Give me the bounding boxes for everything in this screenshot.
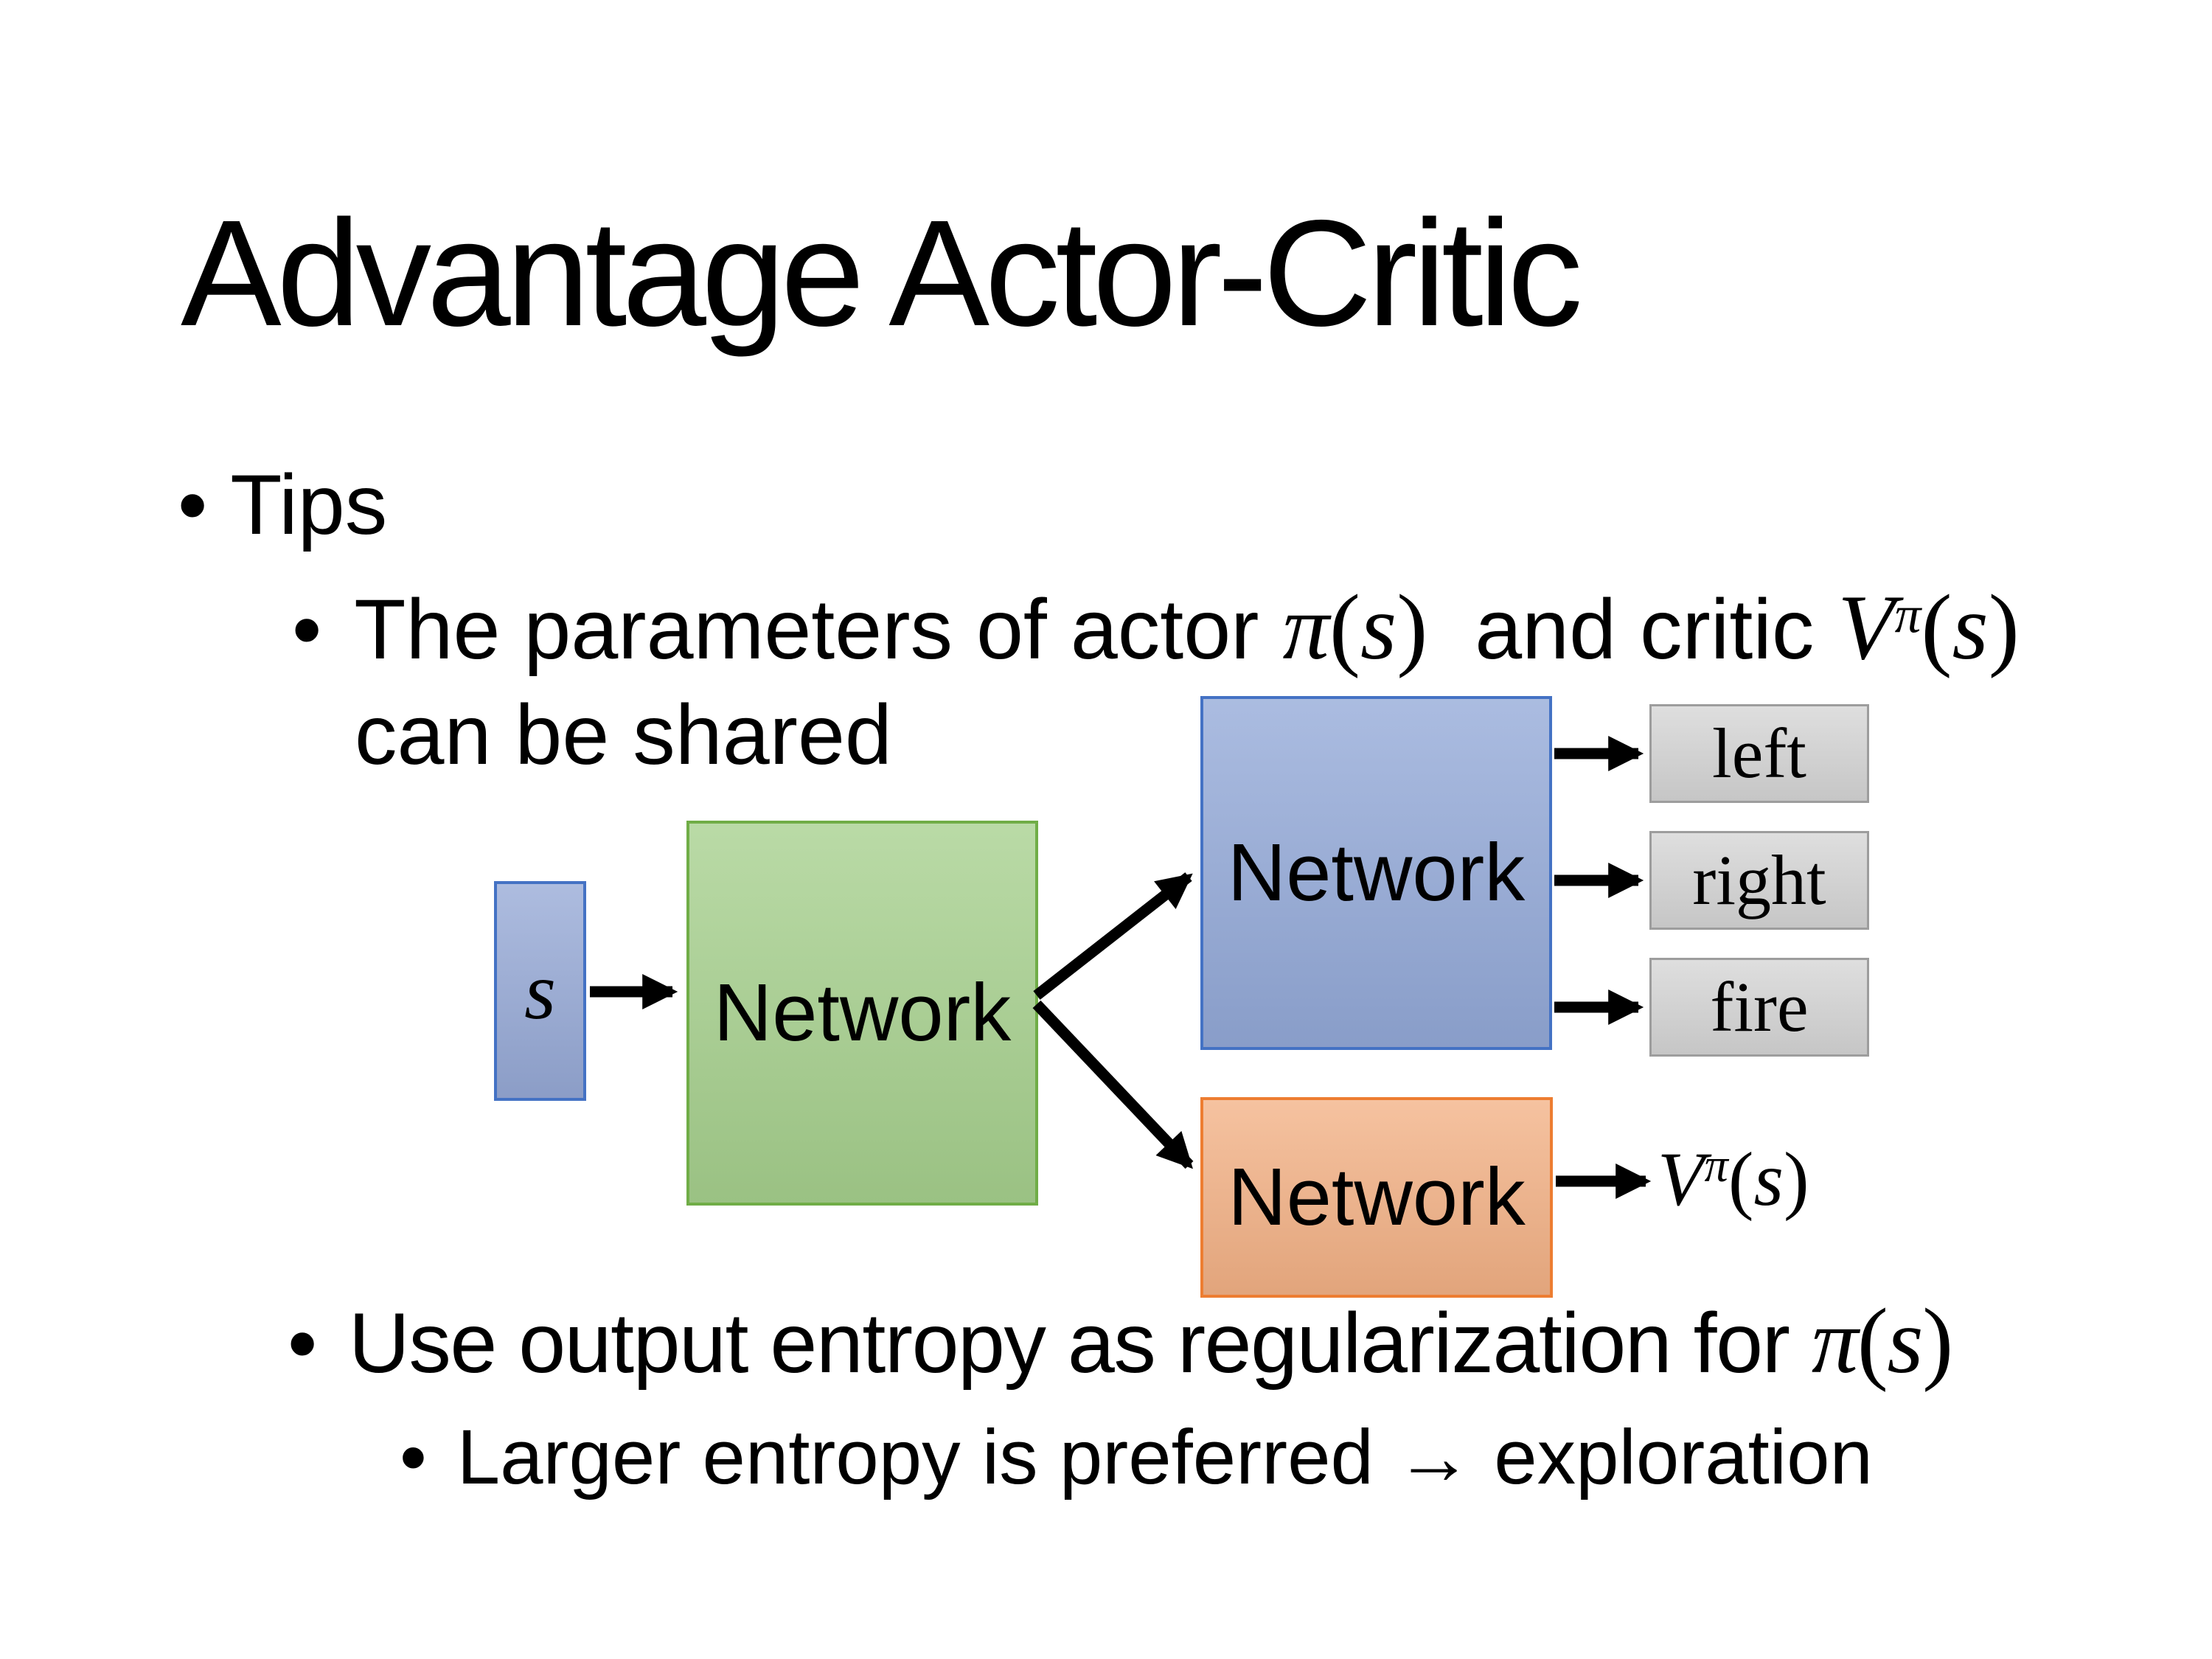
math-V: V (1837, 576, 1895, 679)
bullet-exploration-label: Larger entropy is preferred → exploratio… (456, 1414, 1873, 1500)
bullet-dot: • (288, 1296, 317, 1391)
text-line2: can be shared (355, 688, 892, 782)
bullet-exploration: • Larger entropy is preferred → explorati… (400, 1410, 1873, 1506)
text-mid: and critic (1427, 582, 1838, 677)
bullet-entropy-regularization: • Use output entropy as regularization fo… (288, 1291, 1953, 1397)
math-pi: π (1811, 1290, 1858, 1393)
math-paren-close: ) (1783, 1137, 1809, 1222)
math-paren-open: ( (1921, 576, 1952, 679)
math-paren-open: ( (1857, 1290, 1888, 1393)
bullet-parameters-text: The parameters of actor π(s) and critic … (292, 581, 2180, 788)
state-input-box: s (494, 881, 586, 1101)
arrow-shared-to-actor (1033, 872, 1193, 1000)
text-pre: Use output entropy as regularization for (348, 1296, 1812, 1391)
math-paren-close: ) (1988, 576, 2020, 679)
action-box-left: left (1649, 704, 1869, 803)
math-sup-pi: π (1704, 1138, 1728, 1192)
math-pi: π (1282, 576, 1329, 679)
arrow-shared-to-critic (1032, 1000, 1194, 1169)
math-paren-close: ) (1397, 576, 1428, 679)
action-label-left: left (1712, 714, 1806, 793)
critic-output-formula: Vπ(s) (1658, 1141, 1809, 1218)
bullet-tips-label: Tips (230, 458, 388, 552)
bullet-dot: • (400, 1414, 427, 1500)
math-s: s (1952, 576, 1989, 679)
shared-network-box: Network (686, 821, 1038, 1206)
bullet-tips: •Tips (178, 453, 387, 558)
bullet-dot: • (178, 458, 208, 552)
bullet-dot: • (292, 582, 322, 677)
bullet-parameters-shared: •The parameters of actor π(s) and critic… (292, 577, 2180, 788)
actor-network-box: Network (1200, 696, 1552, 1050)
action-box-fire: fire (1649, 958, 1869, 1057)
math-sup-pi: π (1894, 585, 1921, 644)
critic-network-label: Network (1228, 1152, 1526, 1242)
math-s: s (1887, 1290, 1923, 1393)
action-label-fire: fire (1710, 967, 1809, 1046)
shared-network-label: Network (713, 967, 1012, 1058)
action-label-right: right (1692, 841, 1826, 919)
critic-network-box: Network (1200, 1097, 1553, 1298)
math-s: s (1753, 1137, 1784, 1222)
slide-title: Advantage Actor-Critic (181, 189, 1583, 358)
math-paren-open: ( (1329, 576, 1360, 679)
bullet-entropy-text: Use output entropy as regularization for… (348, 1295, 1953, 1391)
state-input-label: s (524, 946, 556, 1036)
text-pre: The parameters of actor (354, 582, 1283, 677)
actor-network-label: Network (1227, 827, 1526, 918)
math-s: s (1360, 576, 1397, 679)
action-box-right: right (1649, 831, 1869, 930)
math-V: V (1658, 1137, 1705, 1222)
math-paren-open: ( (1728, 1137, 1754, 1222)
math-paren-close: ) (1922, 1290, 1953, 1393)
